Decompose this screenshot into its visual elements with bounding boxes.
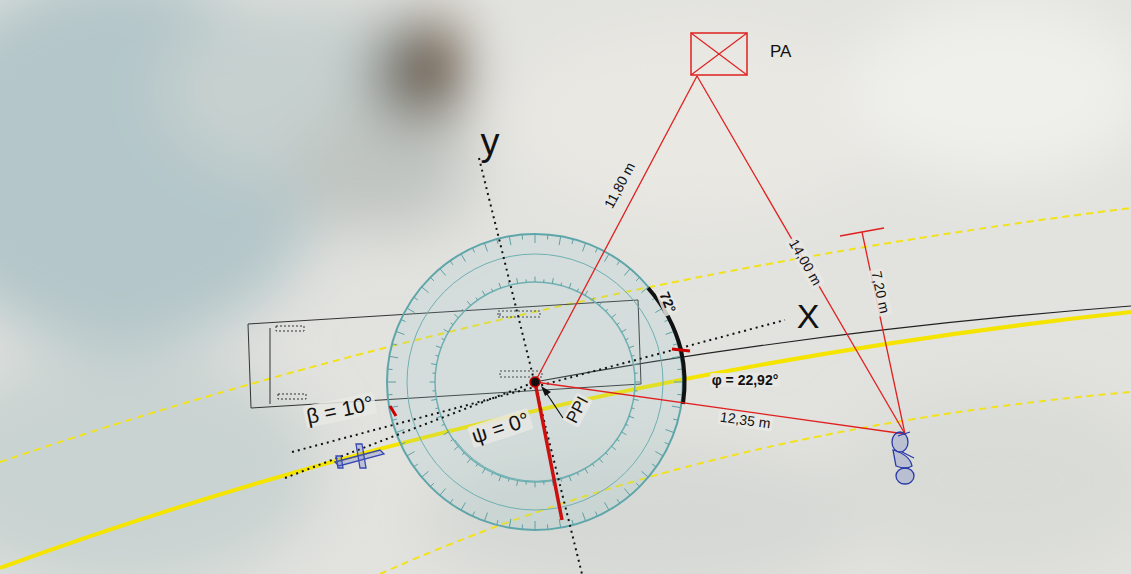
ppi-leader (545, 391, 563, 418)
point-box: PA (690, 32, 748, 76)
motorcycle-icon (892, 432, 914, 484)
ppi-ref-line (535, 382, 562, 520)
y-axis (479, 158, 582, 574)
protractor (387, 234, 683, 530)
x-axis (292, 320, 785, 452)
angle-arc (648, 288, 681, 350)
measurement-lines (535, 76, 905, 434)
angle-arc (681, 350, 685, 404)
ppi-point (530, 377, 540, 387)
box-outline (690, 32, 748, 76)
point-label: PA (770, 42, 791, 62)
angle-label: φ = 22,92° (710, 373, 781, 388)
axis-label: X (795, 299, 822, 335)
psi-line (285, 382, 535, 478)
angle-tick (390, 406, 396, 416)
airplane-icon (335, 444, 384, 468)
angle-tick (672, 349, 690, 351)
axis-label: y (479, 123, 502, 163)
ppi-arrowhead (541, 386, 551, 396)
